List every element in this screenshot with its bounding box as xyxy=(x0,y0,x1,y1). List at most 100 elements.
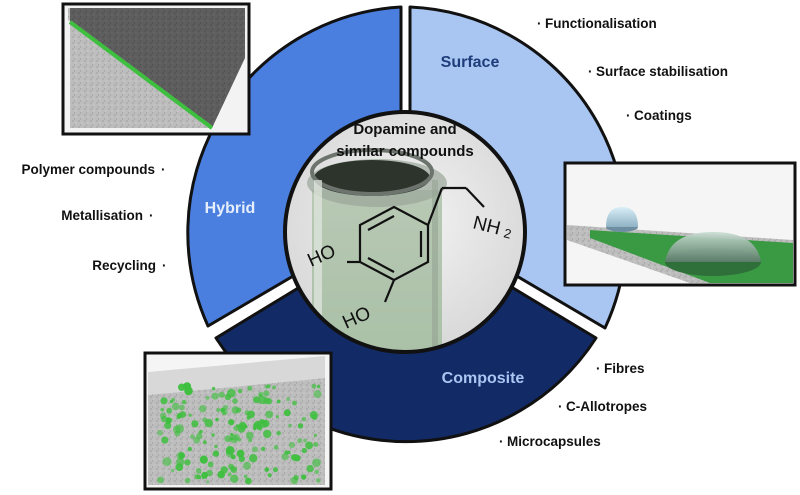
composite-label: Composite xyxy=(442,370,525,387)
bullet-coatings: Coatings xyxy=(634,108,692,123)
microcapsule xyxy=(178,452,185,459)
microcapsule xyxy=(162,457,172,467)
bullet-fibres: Fibres xyxy=(604,361,645,376)
bullet-dot: · xyxy=(537,16,542,31)
microcapsule xyxy=(184,459,191,466)
microcapsule xyxy=(309,411,318,420)
microcapsule xyxy=(288,423,292,428)
microcapsule xyxy=(287,450,291,455)
microcapsule xyxy=(205,396,210,400)
microcapsule xyxy=(169,399,174,404)
microcapsule xyxy=(263,390,270,397)
microcapsule xyxy=(248,438,253,443)
bullet-microcapsules: Microcapsules xyxy=(507,434,601,449)
microcapsule xyxy=(237,388,243,394)
microcapsule xyxy=(286,397,291,402)
microcapsule xyxy=(199,455,208,464)
microcapsule xyxy=(179,411,187,418)
microcapsule xyxy=(316,384,321,389)
microcapsule xyxy=(258,420,267,429)
microcapsule xyxy=(216,407,221,413)
bullet-dot: · xyxy=(162,258,167,273)
microcapsule xyxy=(275,415,279,419)
microcapsule xyxy=(306,464,314,473)
microcapsule xyxy=(190,434,195,440)
microcapsule xyxy=(220,466,228,474)
microcapsule xyxy=(188,413,192,417)
bullet-metallisation: Metallisation xyxy=(61,208,143,223)
microcapsule xyxy=(224,393,232,401)
microcapsule xyxy=(244,477,252,485)
microcapsule xyxy=(301,416,307,422)
microcapsule xyxy=(160,407,165,412)
microcapsule xyxy=(230,474,239,483)
microcapsule xyxy=(238,455,245,462)
microcapsule xyxy=(266,384,271,389)
microcapsule xyxy=(193,437,200,444)
microcapsule xyxy=(215,417,219,422)
microcapsule xyxy=(311,383,317,389)
composite-bullets: Fibres C-Allotropes Microcapsules · · · xyxy=(499,361,647,449)
microcapsule xyxy=(184,477,191,484)
microcapsule xyxy=(211,433,215,437)
microcapsule xyxy=(291,454,299,462)
microcapsule xyxy=(236,449,245,458)
microcapsule xyxy=(228,419,235,426)
microcapsule xyxy=(157,429,163,436)
microcapsule xyxy=(276,399,281,404)
microcapsule xyxy=(293,474,299,481)
microcapsule xyxy=(171,402,180,411)
microcapsule xyxy=(303,438,307,443)
microcapsule xyxy=(313,390,322,398)
dopamine-structure xyxy=(347,186,485,303)
microcapsule xyxy=(218,391,225,398)
bullet-dot: · xyxy=(149,208,154,223)
microcapsule xyxy=(231,406,240,414)
microcapsule xyxy=(194,474,200,480)
microcapsule xyxy=(316,478,321,483)
microcapsule xyxy=(232,433,240,441)
microcapsule xyxy=(204,418,213,428)
microcapsule xyxy=(199,405,207,413)
microcapsule xyxy=(211,386,216,391)
microcapsule xyxy=(212,450,220,457)
bullet-dot: · xyxy=(161,162,166,177)
bullet-dot: · xyxy=(558,399,563,414)
microcapsule xyxy=(201,471,209,479)
hybrid-bullets: Polymer compounds Metallisation Recyclin… xyxy=(21,162,166,273)
microcapsule xyxy=(207,461,214,468)
microcapsule xyxy=(230,466,236,472)
bullet-dot: · xyxy=(626,108,631,123)
microcapsule xyxy=(312,458,321,468)
microcapsule-block-image xyxy=(143,351,333,491)
microcapsule xyxy=(281,453,289,461)
microcapsule xyxy=(206,480,210,484)
bullet-surface-stabilisation: Surface stabilisation xyxy=(596,64,728,79)
microcapsule xyxy=(252,446,258,453)
bullet-functionalisation: Functionalisation xyxy=(545,16,657,31)
microcapsule xyxy=(305,441,313,450)
microcapsule xyxy=(313,433,317,437)
microcapsule xyxy=(314,469,319,474)
bullet-recycling: Recycling xyxy=(92,258,156,273)
surface-bullets: Functionalisation Surface stabilisation … xyxy=(537,16,728,123)
coated-block-image xyxy=(61,2,251,136)
microcapsule xyxy=(227,472,232,477)
microcapsule xyxy=(283,409,291,417)
microcapsule xyxy=(233,425,239,431)
center-title-line1: Dopamine and xyxy=(353,121,456,138)
center-title-line2: similar compounds xyxy=(336,143,474,160)
microcapsule xyxy=(166,407,173,414)
microcapsule xyxy=(272,467,279,473)
microcapsule xyxy=(170,468,175,473)
microcapsule xyxy=(175,463,184,471)
microcapsule xyxy=(178,383,186,391)
microcapsule xyxy=(272,385,276,390)
microcapsule xyxy=(288,441,295,449)
microcapsule xyxy=(243,474,248,479)
microcapsule xyxy=(195,468,202,474)
microcapsule xyxy=(301,447,307,454)
microcapsule xyxy=(297,423,304,429)
